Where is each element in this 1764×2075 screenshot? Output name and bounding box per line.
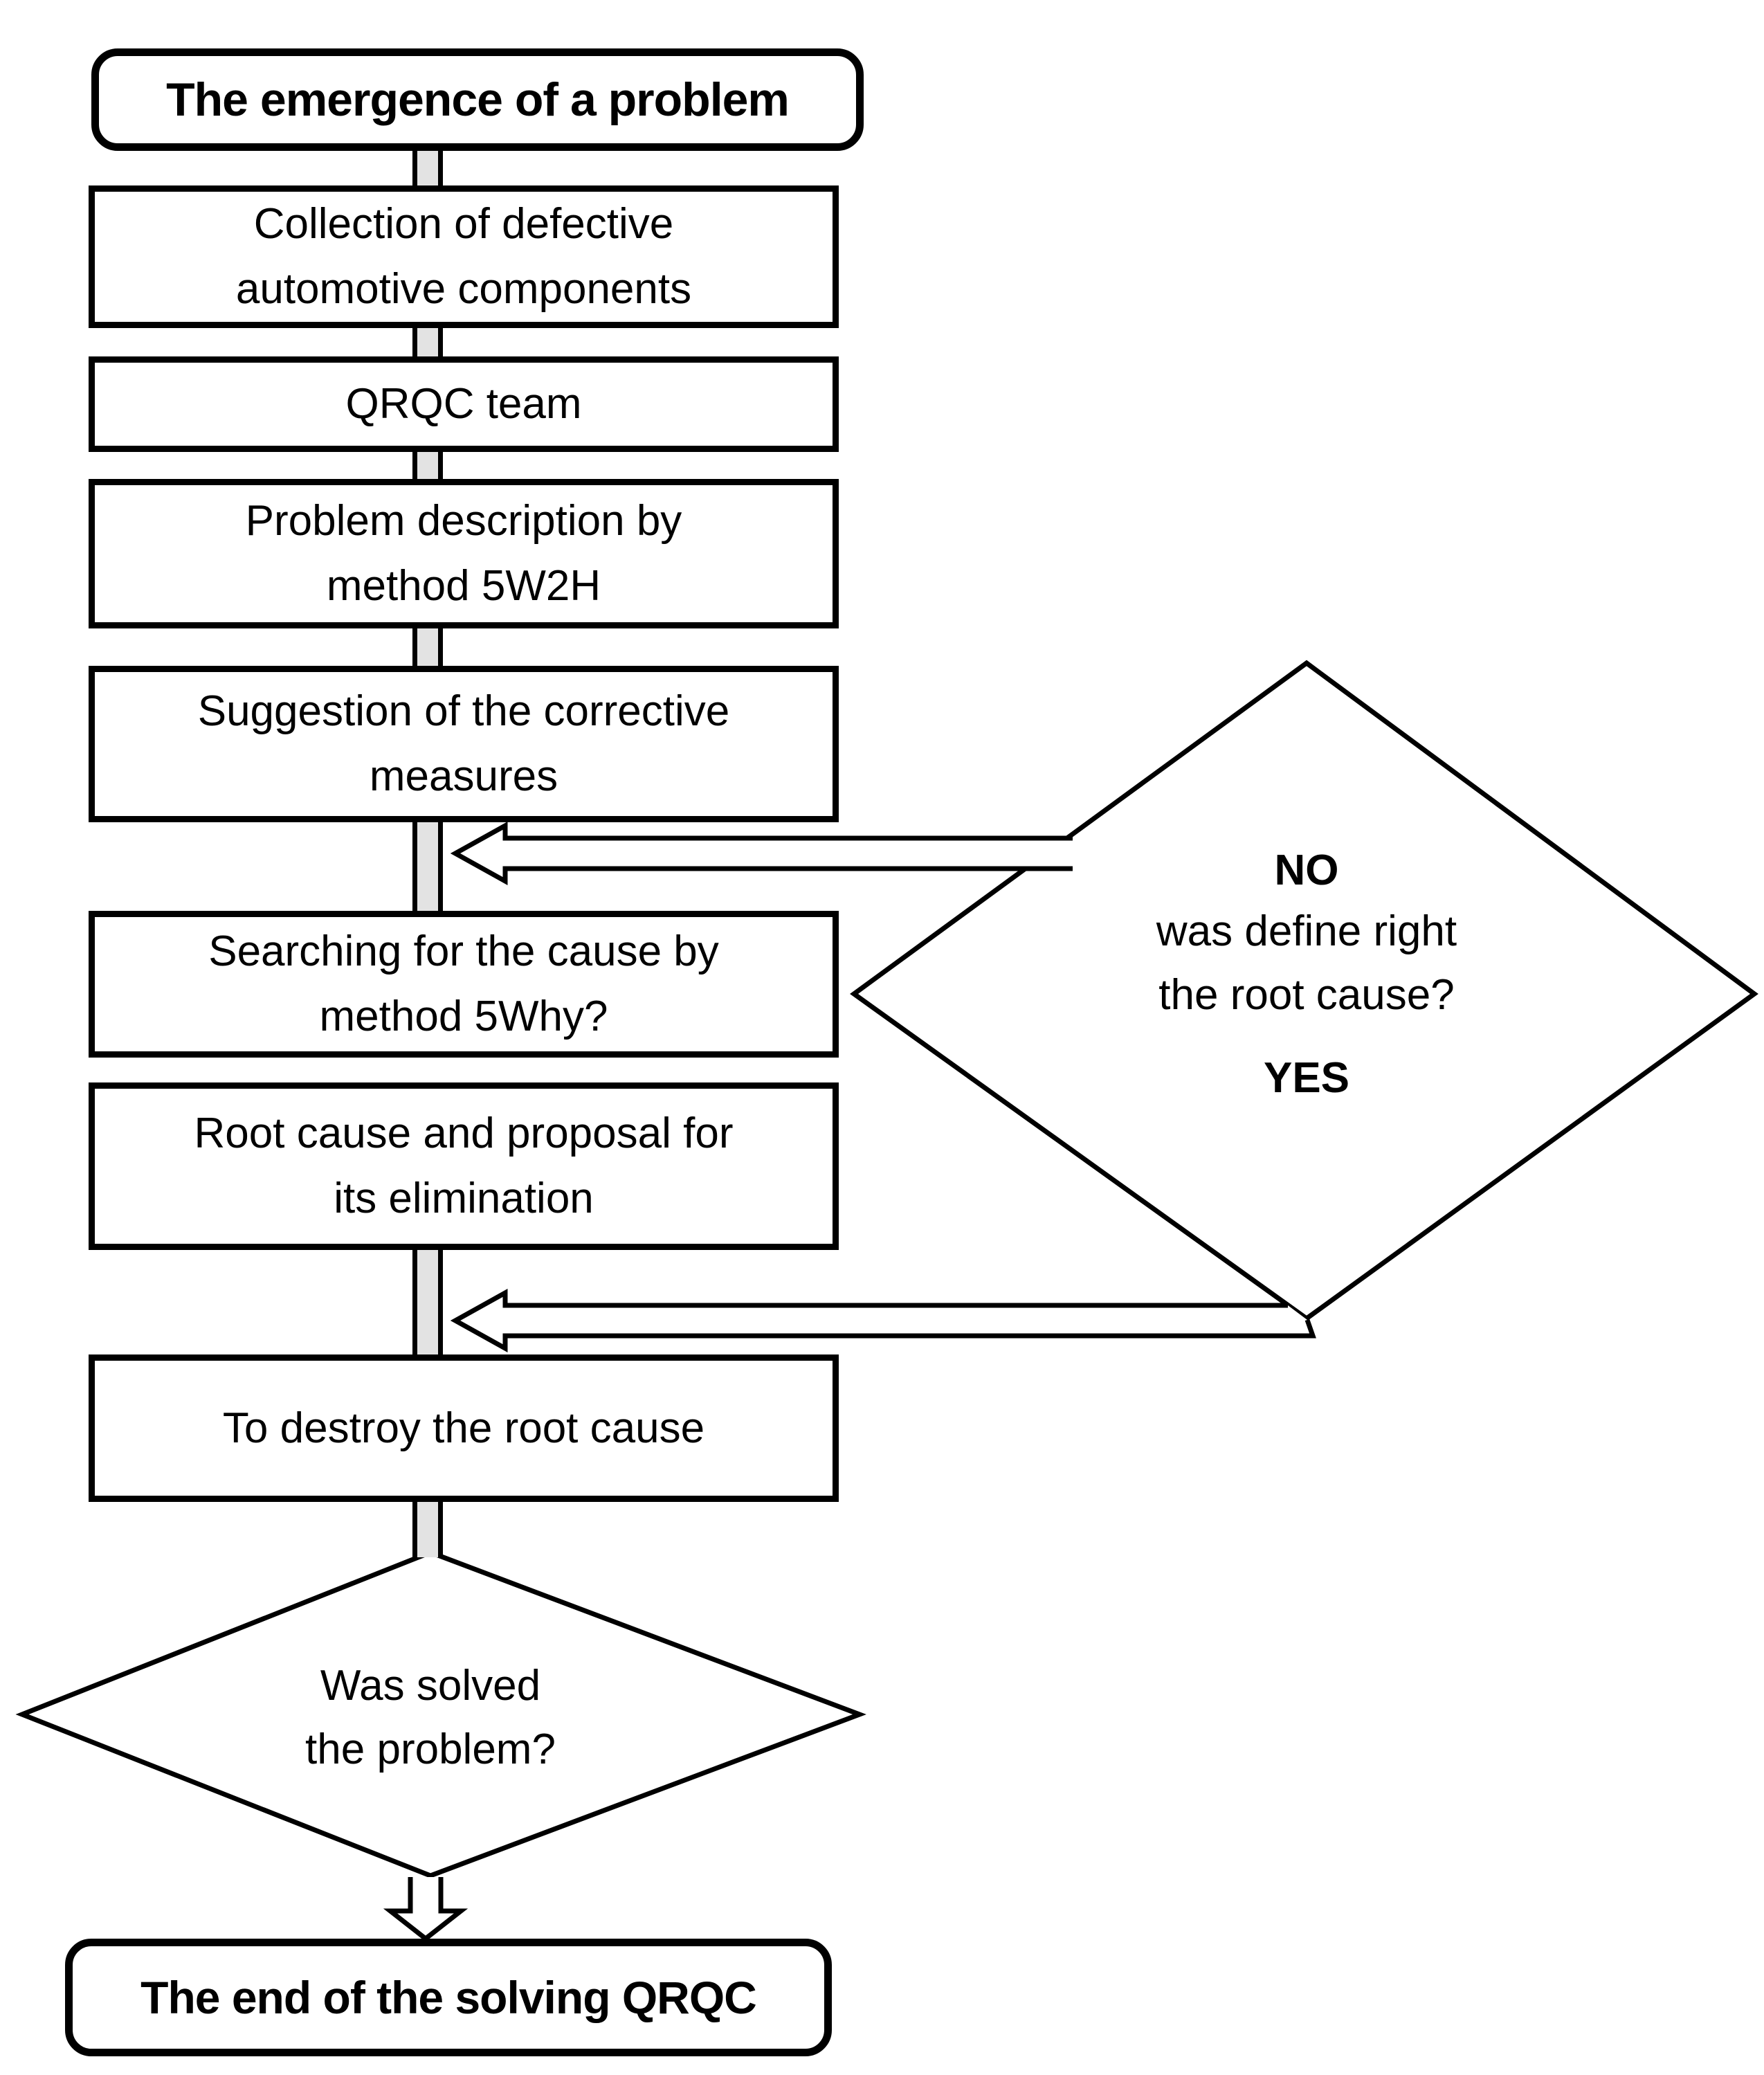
decision-root-cause-no-label: NO (1274, 846, 1339, 894)
node-qrqc-team: QRQC team (89, 356, 839, 452)
node-searching: Searching for the cause by method 5Why? (89, 911, 839, 1058)
node-start: The emergence of a problem (91, 48, 864, 151)
decision-root-cause-diamond (850, 660, 1758, 1322)
node-searching-label: Searching for the cause by method 5Why? (208, 927, 719, 1040)
node-collection: Collection of defective automotive compo… (89, 185, 839, 328)
arrow-to-end (383, 1877, 469, 1942)
node-start-label: The emergence of a problem (166, 73, 790, 126)
node-problem-description-label: Problem description by method 5W2H (245, 497, 682, 610)
connector-rootcause-destroy (412, 1250, 443, 1354)
decision-root-cause-yes-label: YES (1263, 1054, 1350, 1102)
connector-qrqc-description (412, 452, 443, 479)
node-suggestion: Suggestion of the corrective measures (89, 666, 839, 822)
connector-collection-qrqc (412, 328, 443, 356)
connector-description-suggestion (412, 628, 443, 666)
connector-destroy-solved (412, 1502, 443, 1557)
connector-start-collection (412, 151, 443, 185)
node-destroy-root-cause: To destroy the root cause (89, 1354, 839, 1502)
node-suggestion-label: Suggestion of the corrective measures (197, 687, 730, 800)
node-destroy-root-cause-label: To destroy the root cause (222, 1404, 705, 1452)
node-root-cause-label: Root cause and proposal for its eliminat… (194, 1109, 734, 1222)
connector-suggestion-searching (412, 822, 443, 911)
node-qrqc-team-label: QRQC team (345, 380, 582, 428)
decision-root-cause-question: was define right the root cause? (1156, 907, 1457, 1019)
decision-was-solved-diamond (15, 1550, 866, 1878)
arrow-yes-path (450, 1289, 1316, 1352)
node-root-cause: Root cause and proposal for its eliminat… (89, 1082, 839, 1250)
arrow-no-feedback (450, 822, 1073, 885)
node-collection-label: Collection of defective automotive compo… (235, 200, 692, 313)
node-end-label: The end of the solving QRQC (140, 1972, 757, 2023)
node-problem-description: Problem description by method 5W2H (89, 479, 839, 628)
decision-was-solved-question: Was solved the problem? (305, 1662, 556, 1773)
node-end: The end of the solving QRQC (65, 1939, 832, 2056)
